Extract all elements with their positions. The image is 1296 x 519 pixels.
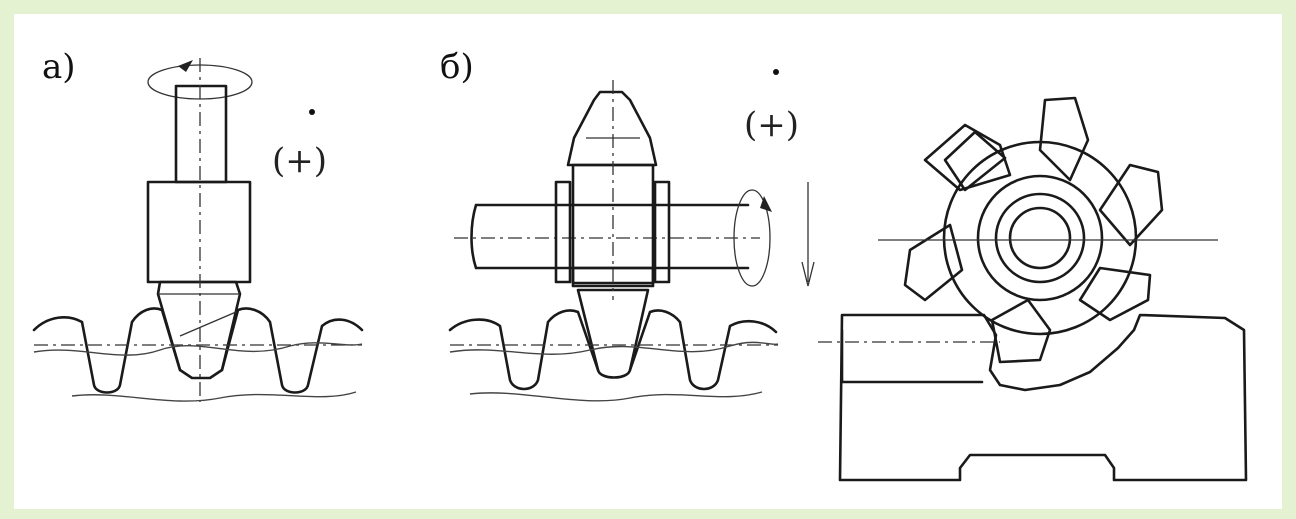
- cone-tip: [566, 90, 658, 167]
- gear-teeth-profile-a: [32, 307, 364, 394]
- feed-arrow-icon: [801, 182, 815, 287]
- figure-b-label: б): [440, 47, 474, 87]
- rotation-arrow-icon: [733, 189, 772, 287]
- workpiece-section: [838, 313, 1248, 482]
- tool-shank: [174, 84, 228, 184]
- gear-teeth-profile-b: [448, 309, 778, 391]
- tool-body: [146, 180, 252, 284]
- figure-c: [818, 96, 1248, 482]
- figure-a-label: а): [42, 47, 76, 87]
- arbor-shaft: [470, 203, 750, 270]
- chamfer-cutter: [156, 280, 242, 380]
- figure-a: а) (+): [32, 47, 364, 402]
- figure-b: б) (+): [440, 47, 815, 402]
- sign-b: (+): [744, 105, 799, 145]
- disk-cutter: [903, 96, 1164, 364]
- sign-a: (+): [272, 141, 327, 181]
